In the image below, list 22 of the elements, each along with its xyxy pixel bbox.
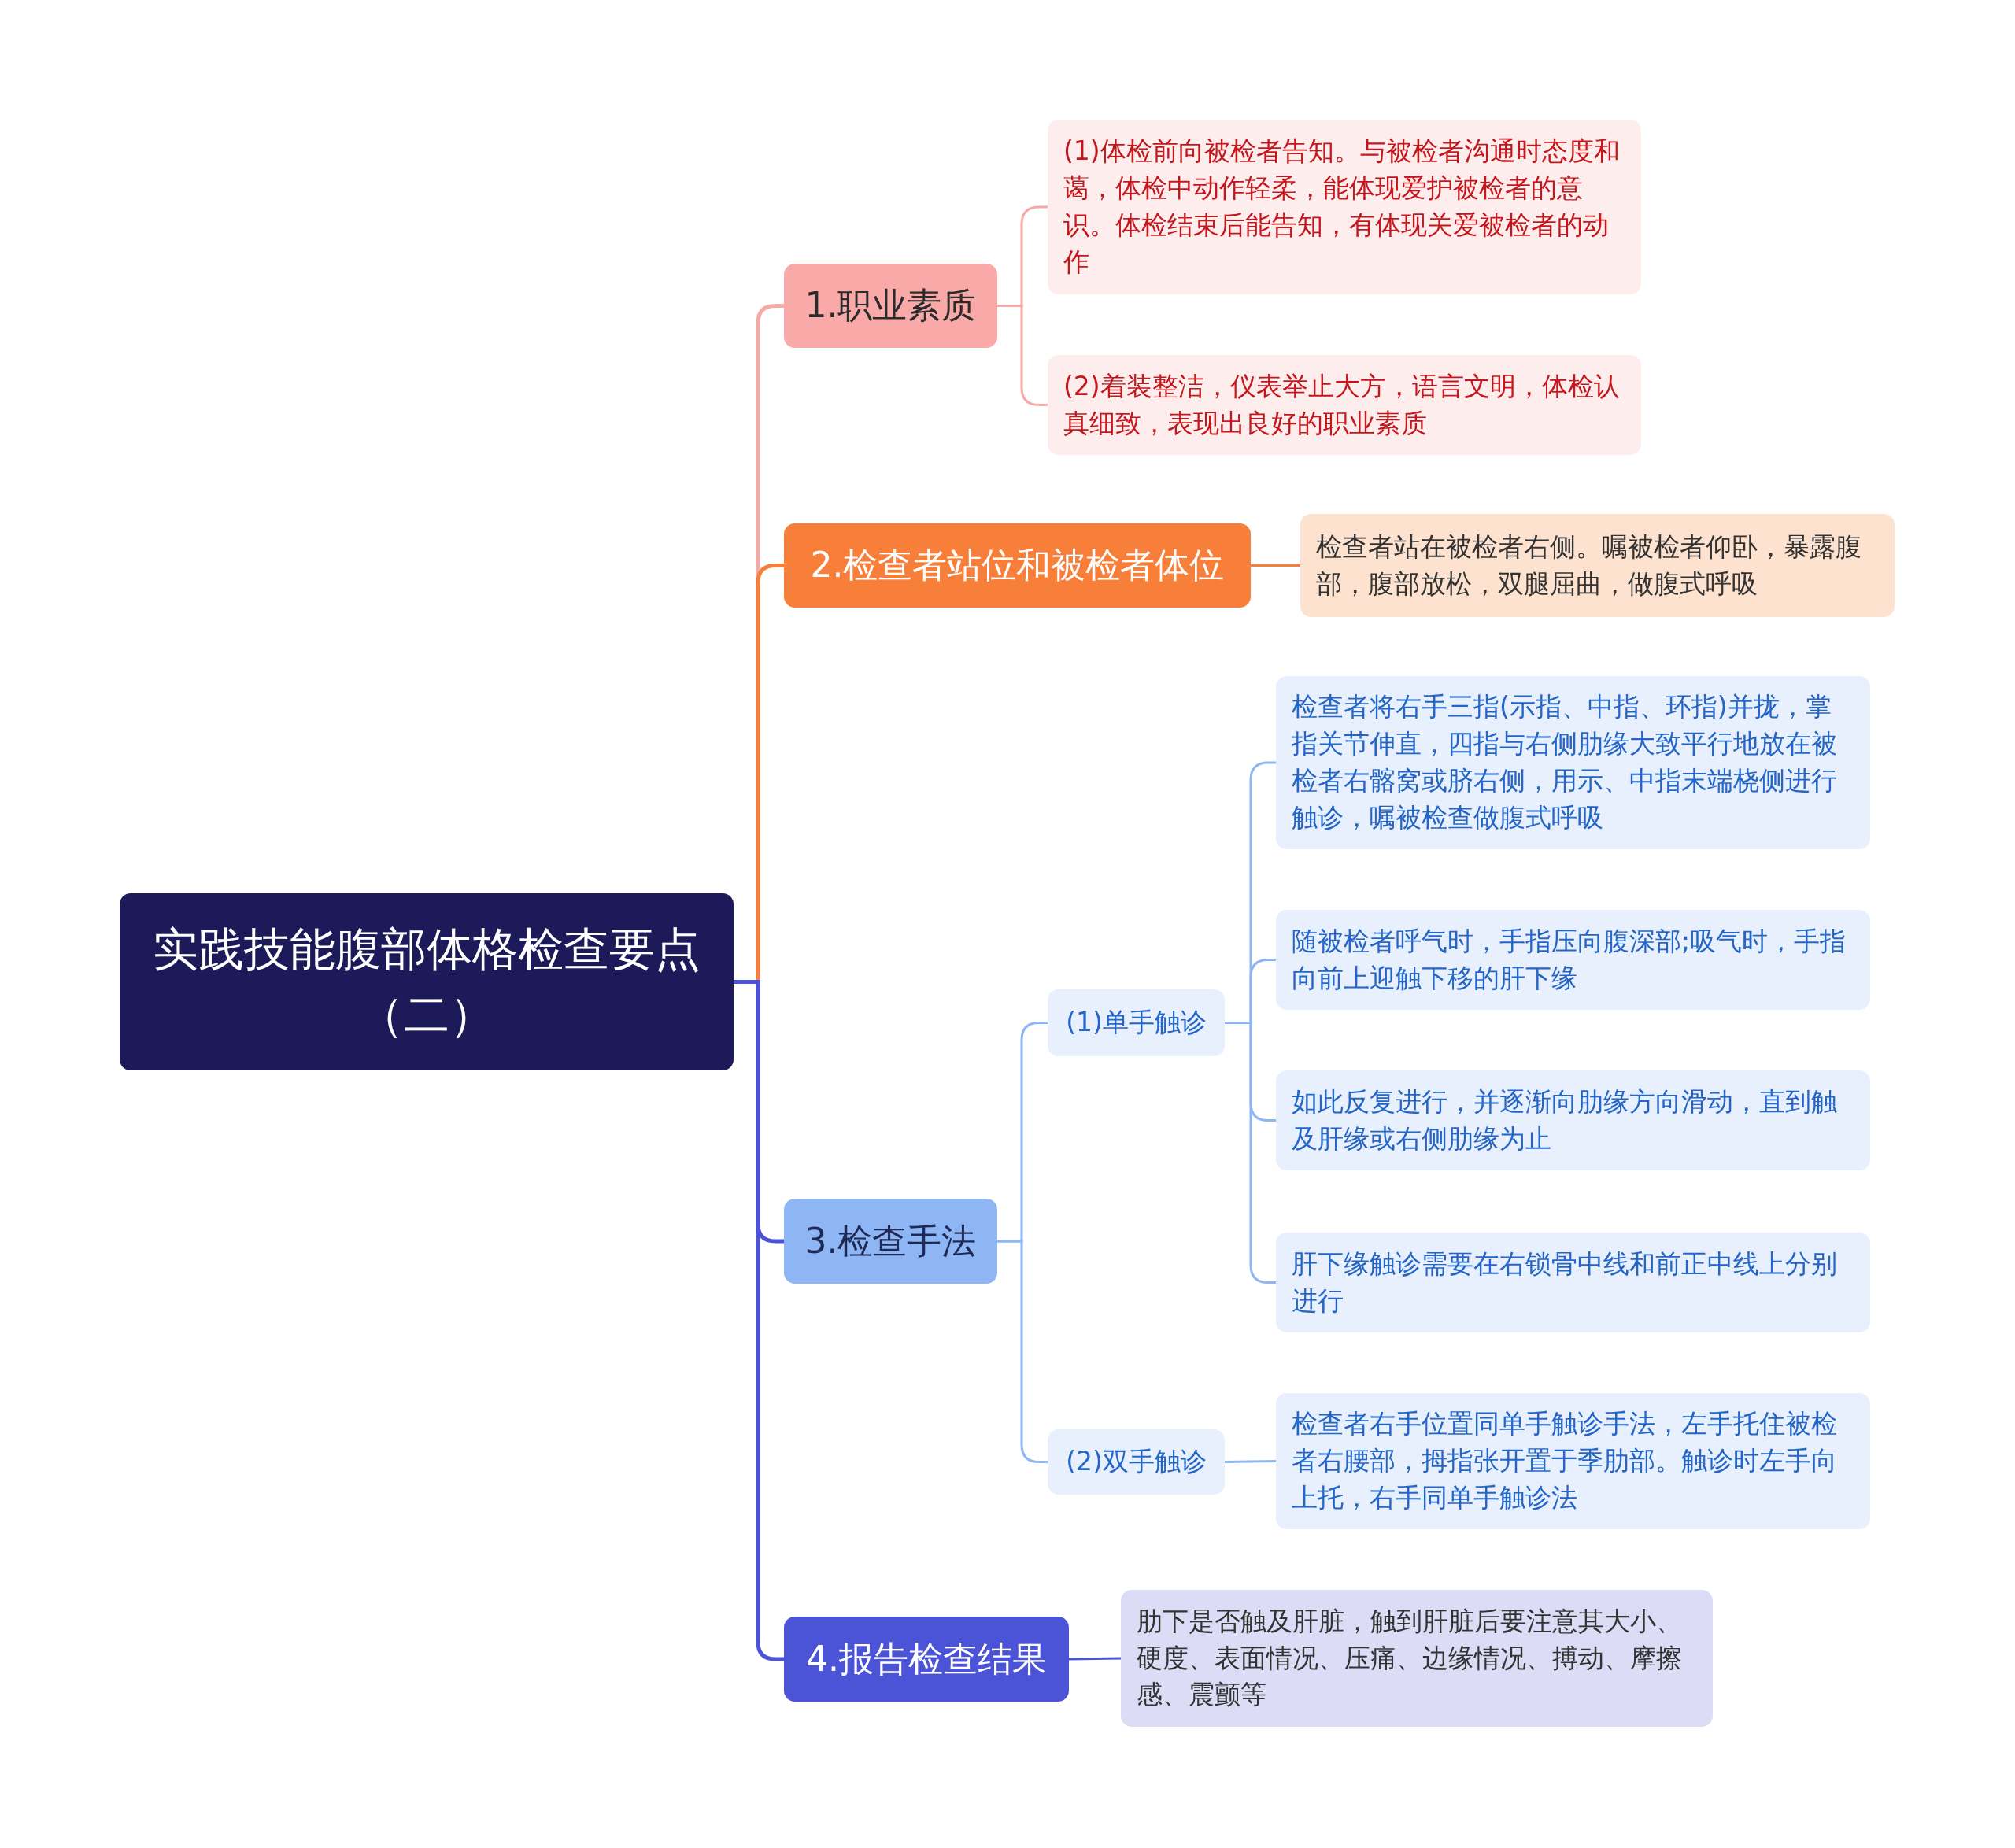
- branch-topic-box: 4.报告检查结果: [784, 1617, 1069, 1702]
- connector-line: [997, 305, 1048, 406]
- connector-line: [1224, 1460, 1277, 1463]
- note-box: 肋下是否触及肝脏，触到肝脏后要注意其大小、硬度、表面情况、压痛、边缘情况、搏动、摩擦感、震颤等: [1121, 1590, 1713, 1727]
- connector-line: [997, 1240, 1048, 1463]
- connector-line: [1225, 1022, 1276, 1284]
- note-box: 检查者右手位置同单手触诊手法，左手托住被检者右腰部，拇指张开置于季肋部。触诊时左手向上托，右手同单手触诊法: [1276, 1393, 1870, 1529]
- branch-topic-box: 2.检查者站位和被检者体位: [784, 523, 1251, 608]
- branch-topic-box: 1.职业素质: [784, 264, 997, 348]
- note-box: 检查者将右手三指(示指、中指、环指)并拢，掌指关节伸直，四指与右侧肋缘大致平行地放在被检者右髂窝或脐右侧，用示、中指末端桡侧进行触诊，嘱被检查做腹式呼吸: [1276, 676, 1870, 849]
- note-box: 如此反复进行，并逐渐向肋缘方向滑动，直到触及肝缘或右侧肋缘为止: [1276, 1070, 1870, 1170]
- subtopic-box: (1)单手触诊: [1048, 989, 1225, 1056]
- root-topic-box: 实践技能腹部体格检查要点（二）: [120, 893, 734, 1070]
- connector-line: [1068, 1657, 1122, 1661]
- branch-topic-box: 3.检查手法: [784, 1199, 997, 1284]
- note-box: 检查者站在被检者右侧。嘱被检者仰卧，暴露腹部，腹部放松，双腿屈曲，做腹式呼吸: [1300, 514, 1895, 617]
- note-box: (1)体检前向被检者告知。与被检者沟通时态度和蔼，体检中动作轻柔，能体现爱护被检者的意识。体检结束后能告知，有体现关爱被检者的动作: [1048, 120, 1641, 294]
- subtopic-box: (2)双手触诊: [1048, 1429, 1225, 1495]
- connector-line: [1251, 564, 1300, 567]
- note-box: (2)着装整洁，仪表举止大方，语言文明，体检认真细致，表现出良好的职业素质: [1048, 355, 1641, 455]
- note-box: 肝下缘触诊需要在右锁骨中线和前正中线上分别进行: [1276, 1233, 1870, 1332]
- note-box: 随被检者呼气时，手指压向腹深部;吸气时，手指向前上迎触下移的肝下缘: [1276, 910, 1870, 1010]
